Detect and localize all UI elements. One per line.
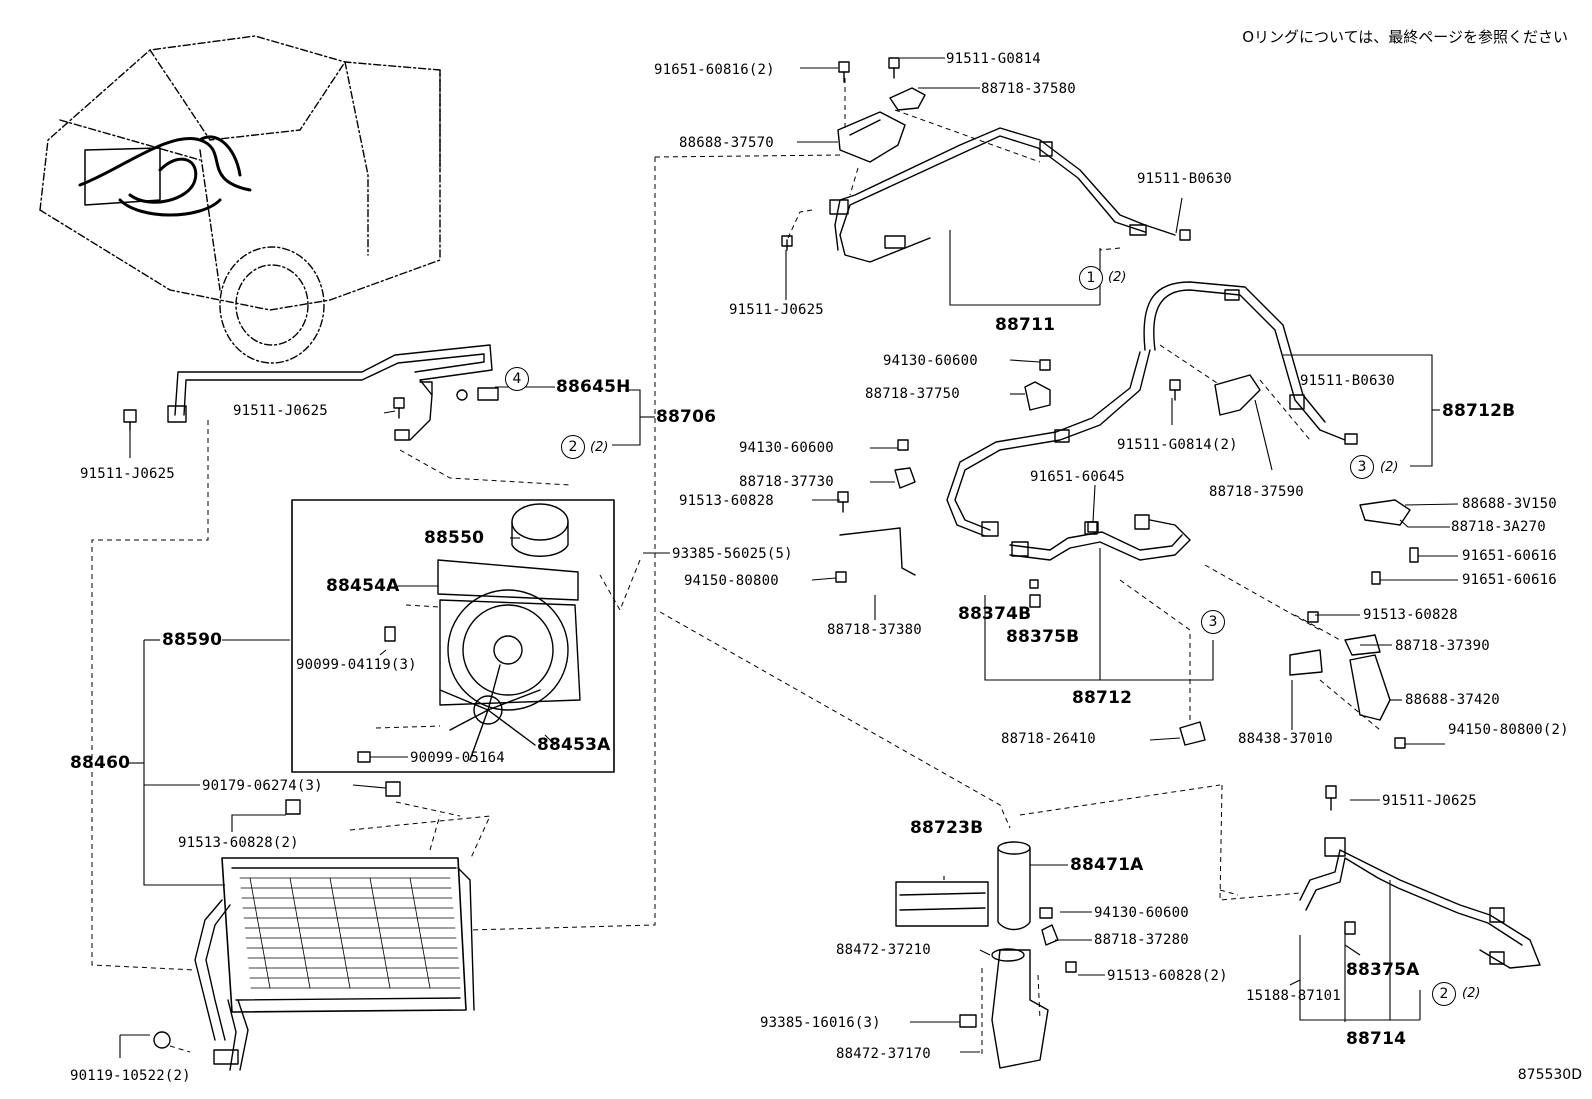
part-label: 88472-37170 [836, 1046, 931, 1062]
part-label: 88375B [1006, 627, 1080, 647]
o-ring-note: Oリングについては、最終ページを参照ください [1242, 28, 1568, 46]
part-label: 93385-56025(5) [672, 546, 793, 562]
callout-marker: 4 [505, 367, 529, 391]
part-label: 88712B [1442, 401, 1516, 421]
receiver-dryer [896, 842, 1076, 1068]
part-label: 88718-37380 [827, 622, 922, 638]
clamps-center-right [840, 375, 1410, 720]
callout-marker: 3 [1350, 455, 1374, 479]
part-label: 88590 [162, 630, 223, 650]
part-label: 88374B [958, 604, 1032, 624]
part-label: 94150-80800(2) [1448, 722, 1569, 738]
condenser-fins [240, 878, 460, 988]
callout-marker: 3 [1201, 610, 1225, 634]
part-label: 91511-J0625 [729, 302, 824, 318]
hose-88712B [1144, 282, 1345, 440]
tube-88706 [168, 345, 498, 440]
callout-quantity: (2) [1380, 460, 1399, 475]
part-label: 91511-J0625 [233, 403, 328, 419]
callout-quantity: (2) [1462, 986, 1481, 1001]
bolts-left [124, 398, 404, 430]
part-label: 91511-J0625 [1382, 793, 1477, 809]
part-label: 88714 [1346, 1029, 1407, 1049]
part-label: 88472-37210 [836, 942, 931, 958]
part-label: 88718-37730 [739, 474, 834, 490]
part-label: 88438-37010 [1238, 731, 1333, 747]
part-label: 91513-60828 [1363, 607, 1458, 623]
part-label: 91511-B0630 [1137, 171, 1232, 187]
part-label: 88688-37570 [679, 135, 774, 151]
part-label: 88453A [537, 735, 611, 755]
part-label: 88718-37590 [1209, 484, 1304, 500]
part-label: 94150-80800 [684, 573, 779, 589]
part-label: 88688-3V150 [1462, 496, 1557, 512]
part-label: 88375A [1346, 960, 1420, 980]
tube-88714 [1300, 786, 1540, 968]
part-label: 88718-37280 [1094, 932, 1189, 948]
hose-88712 [947, 350, 1190, 560]
condenser-core [222, 858, 474, 1012]
part-label: 90099-04119(3) [296, 657, 417, 673]
leader-lines [120, 58, 1458, 1058]
part-label: 91651-60816(2) [654, 62, 775, 78]
part-label: 91513-60828 [679, 493, 774, 509]
part-label: 88718-37390 [1395, 638, 1490, 654]
part-label: 88712 [1072, 688, 1133, 708]
vehicle-ac-lines [80, 137, 250, 215]
vehicle-outline-drawing [40, 36, 440, 363]
callout-quantity: (2) [590, 440, 609, 455]
bolts-top [782, 58, 1190, 250]
part-label: 88688-37420 [1405, 692, 1500, 708]
part-label: 91513-60828(2) [1107, 968, 1228, 984]
part-label: 91651-60645 [1030, 469, 1125, 485]
part-label: 88718-3A270 [1451, 519, 1546, 535]
condenser-pipes [154, 782, 400, 1070]
part-label: 91651-60616 [1462, 572, 1557, 588]
hose-88711 [830, 128, 1175, 262]
part-label: 91511-J0625 [80, 466, 175, 482]
part-label: 88718-26410 [1001, 731, 1096, 747]
part-label: 88706 [656, 407, 717, 427]
part-label: 88550 [424, 528, 485, 548]
part-label: 91511-G0814 [946, 51, 1041, 67]
callout-marker: 2 [1432, 982, 1456, 1006]
part-label: 88723B [910, 818, 984, 838]
part-label: 90099-05164 [410, 750, 505, 766]
part-label: 88718-37750 [865, 386, 960, 402]
part-label: 88471A [1070, 855, 1144, 875]
part-label: 15188-87101 [1246, 988, 1341, 1004]
callout-marker: 2 [561, 435, 585, 459]
part-label: 91513-60828(2) [178, 835, 299, 851]
part-label: 88711 [995, 315, 1056, 335]
part-label: 88454A [326, 576, 400, 596]
callout-quantity: (2) [1108, 270, 1127, 285]
clamp-88718-37580 [890, 88, 925, 110]
part-label: 91511-G0814(2) [1117, 437, 1238, 453]
part-label: 93385-16016(3) [760, 1015, 881, 1031]
dashed-reference-lines [92, 78, 1380, 1055]
part-label: 91651-60616 [1462, 548, 1557, 564]
part-label: 94130-60600 [739, 440, 834, 456]
part-label: 94130-60600 [1094, 905, 1189, 921]
part-label: 88718-37580 [981, 81, 1076, 97]
bolts-center-right [836, 360, 1418, 748]
diagram-code: 875530D [1517, 1067, 1582, 1083]
fan-assembly-box [292, 500, 614, 772]
part-label: 88460 [70, 753, 131, 773]
part-label: 88645H [556, 377, 631, 397]
callout-marker: 1 [1079, 266, 1103, 290]
part-label: 94130-60600 [883, 353, 978, 369]
part-label: 90119-10522(2) [70, 1068, 191, 1084]
part-label: 91511-B0630 [1300, 373, 1395, 389]
part-label: 90179-06274(3) [202, 778, 323, 794]
bracket-88688-37570 [838, 112, 905, 162]
